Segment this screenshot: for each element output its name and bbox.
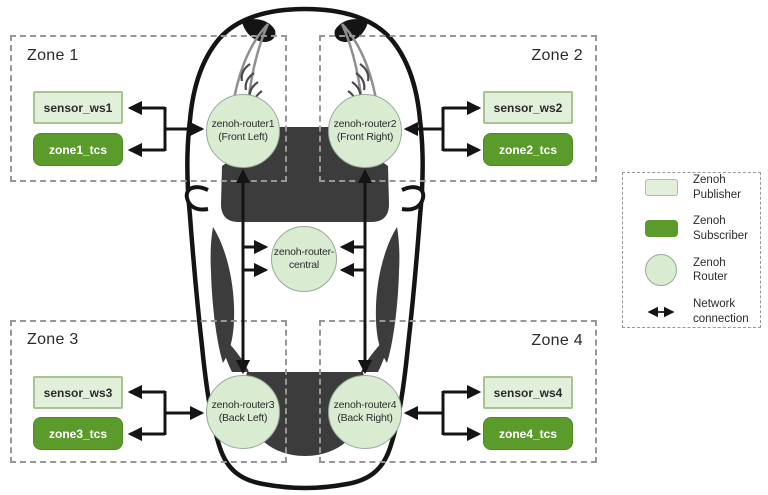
zenoh-router3-node: zenoh-router3 (Back Left) [206,375,280,449]
zenoh-router1-node: zenoh-router1 (Front Left) [206,94,280,168]
zone2-label: Zone 2 [531,47,583,64]
right-side-shadow [375,227,400,363]
legend-publisher-line2: Publisher [693,188,741,201]
router-circle-icon [645,254,677,287]
legend-subscriber-line2: Subscriber [693,229,748,242]
legend-item-subscriber: Zenoh Subscriber [642,214,760,244]
sensor-ws1-box: sensor_ws1 [33,91,123,124]
central-router-name2: central [288,259,320,271]
left-side-shadow [210,227,235,363]
legend-router-line2: Router [693,271,728,284]
legend-publisher-line1: Zenoh [693,173,726,186]
zone4-tcs-box: zone4_tcs [483,417,573,450]
router4-position: (Back Right) [337,412,393,424]
zone2-boundary [319,35,597,182]
router2-position: (Front Right) [336,131,394,143]
legend: Zenoh Publisher Zenoh Subscriber Zenoh R… [622,172,761,328]
zone3-tcs-box: zone3_tcs [33,417,123,450]
subscriber-swatch-icon [644,220,678,237]
legend-item-router: Zenoh Router [642,254,760,287]
zone3-boundary [10,320,287,463]
zenoh-router4-node: zenoh-router4 (Back Right) [328,375,402,449]
zone3-label: Zone 3 [27,331,79,348]
zone4-boundary [319,320,597,463]
legend-subscriber-line1: Zenoh [693,214,726,227]
zone1-boundary [10,35,287,182]
right-mirror [401,185,426,212]
sensor-ws4-box: sensor_ws4 [483,376,573,409]
hood-vents-left [240,63,263,109]
zenoh-router-central-node: zenoh-router- central [271,226,337,292]
router1-name: zenoh-router1 [211,117,275,130]
zenoh-router2-node: zenoh-router2 (Front Right) [328,94,402,168]
router1-position: (Front Left) [218,131,268,143]
zone4-label: Zone 4 [531,332,583,349]
router3-position: (Back Left) [218,412,268,424]
router3-name: zenoh-router3 [211,398,275,411]
legend-router-line1: Zenoh [693,256,726,269]
zone1-label: Zone 1 [27,47,79,64]
sensor-ws2-box: sensor_ws2 [483,91,573,124]
router4-name: zenoh-router4 [333,398,397,411]
legend-item-network: Network connection [642,297,760,327]
left-mirror [184,185,209,212]
legend-item-publisher: Zenoh Publisher [642,173,760,203]
central-router-name: zenoh-router- [273,245,335,258]
legend-network-line1: Network [693,298,736,311]
legend-network-line2: connection [693,313,749,326]
publisher-swatch-icon [644,179,678,197]
zone2-tcs-box: zone2_tcs [483,133,573,166]
network-arrow-icon [647,306,675,318]
sensor-ws3-box: sensor_ws3 [33,376,123,409]
hood-vents-right [347,63,370,109]
router2-name: zenoh-router2 [333,117,397,130]
zone1-tcs-box: zone1_tcs [33,133,123,166]
